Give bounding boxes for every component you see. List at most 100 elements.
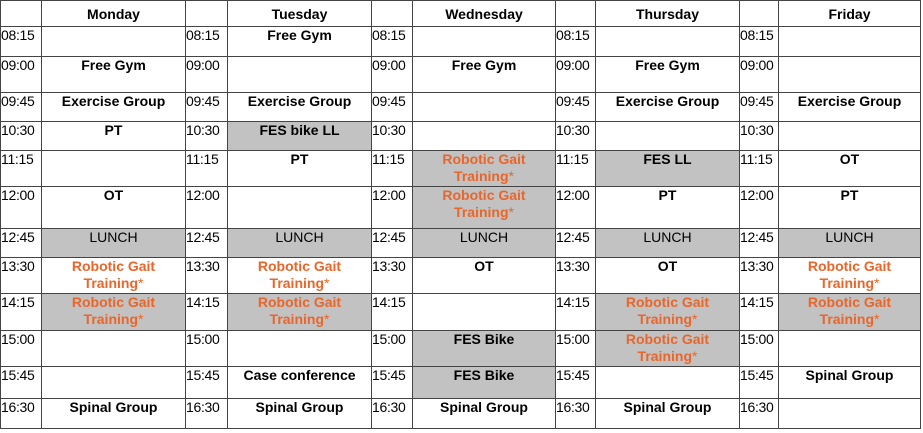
header-day-thursday: Thursday bbox=[595, 0, 740, 27]
time-slot-label: 14:15 bbox=[371, 293, 413, 331]
time-slot-label: 09:45 bbox=[739, 92, 779, 122]
activity-label: Spinal Group bbox=[805, 367, 894, 384]
activity-cell: FES bike LL bbox=[227, 121, 372, 151]
time-slot-label: 08:15 bbox=[371, 26, 413, 57]
asterisk-mark: * bbox=[138, 275, 144, 291]
time-slot-label: 13:30 bbox=[739, 257, 779, 294]
activity-cell: PT bbox=[595, 186, 740, 229]
activity-cell: Exercise Group bbox=[778, 92, 921, 122]
activity-label: Robotic Gait Training bbox=[442, 187, 526, 221]
time-slot-label: 12:00 bbox=[185, 186, 228, 229]
time-slot-label: 11:15 bbox=[0, 150, 42, 187]
time-slot-label: 15:45 bbox=[555, 366, 596, 399]
time-slot-label: 09:00 bbox=[185, 56, 228, 93]
header-time-spacer bbox=[371, 0, 413, 27]
time-slot-label: 16:30 bbox=[739, 398, 779, 429]
activity-cell: LUNCH bbox=[41, 228, 186, 258]
activity-cell bbox=[778, 56, 921, 93]
activity-cell bbox=[595, 26, 740, 57]
activity-label: LUNCH bbox=[275, 229, 324, 246]
header-day-friday: Friday bbox=[778, 0, 921, 27]
activity-cell: LUNCH bbox=[778, 228, 921, 258]
activity-label: FES Bike bbox=[453, 331, 515, 348]
activity-label: Spinal Group bbox=[69, 399, 158, 416]
activity-cell: OT bbox=[41, 186, 186, 229]
time-slot-label: 16:30 bbox=[0, 398, 42, 429]
header-time-spacer bbox=[0, 0, 42, 27]
activity-cell: Free Gym bbox=[41, 56, 186, 93]
activity-cell: LUNCH bbox=[595, 228, 740, 258]
activity-cell: Robotic Gait Training* bbox=[778, 293, 921, 331]
time-slot-label: 15:45 bbox=[0, 366, 42, 399]
time-slot-label: 12:45 bbox=[371, 228, 413, 258]
activity-cell: PT bbox=[778, 186, 921, 229]
activity-cell: Free Gym bbox=[227, 26, 372, 57]
activity-label: FES LL bbox=[643, 151, 692, 168]
activity-cell bbox=[412, 293, 556, 331]
activity-label: OT bbox=[103, 187, 124, 204]
asterisk-mark: * bbox=[324, 275, 330, 291]
time-slot-label: 15:45 bbox=[185, 366, 228, 399]
activity-label: Robotic Gait Training bbox=[807, 294, 892, 328]
time-slot-label: 12:45 bbox=[555, 228, 596, 258]
time-slot-label: 12:00 bbox=[0, 186, 42, 229]
activity-cell: Free Gym bbox=[412, 56, 556, 93]
activity-cell bbox=[595, 366, 740, 399]
activity-cell bbox=[778, 26, 921, 57]
activity-cell bbox=[227, 56, 372, 93]
activity-cell: Robotic Gait Training* bbox=[227, 257, 372, 294]
activity-cell: Exercise Group bbox=[595, 92, 740, 122]
activity-cell: OT bbox=[778, 150, 921, 187]
time-slot-label: 15:45 bbox=[371, 366, 413, 399]
time-slot-label: 10:30 bbox=[371, 121, 413, 151]
asterisk-mark: * bbox=[508, 204, 514, 220]
time-slot-label: 09:00 bbox=[739, 56, 779, 93]
time-slot-label: 09:00 bbox=[371, 56, 413, 93]
activity-cell bbox=[778, 398, 921, 429]
activity-label: OT bbox=[657, 258, 678, 275]
header-time-spacer bbox=[555, 0, 596, 27]
activity-label: Robotic Gait Training bbox=[71, 258, 156, 292]
time-slot-label: 11:15 bbox=[555, 150, 596, 187]
activity-label: Robotic Gait Training bbox=[807, 258, 892, 292]
activity-cell: Exercise Group bbox=[227, 92, 372, 122]
activity-cell bbox=[227, 186, 372, 229]
time-slot-label: 12:45 bbox=[739, 228, 779, 258]
time-slot-label: 15:00 bbox=[185, 330, 228, 367]
activity-label: Free Gym bbox=[81, 57, 146, 74]
activity-cell: LUNCH bbox=[227, 228, 372, 258]
time-slot-label: 11:15 bbox=[739, 150, 779, 187]
activity-cell: Robotic Gait Training* bbox=[41, 293, 186, 331]
time-slot-label: 10:30 bbox=[739, 121, 779, 151]
activity-cell: LUNCH bbox=[412, 228, 556, 258]
time-slot-label: 15:00 bbox=[739, 330, 779, 367]
activity-cell bbox=[227, 330, 372, 367]
activity-label: Free Gym bbox=[451, 57, 517, 74]
activity-cell: Robotic Gait Training* bbox=[412, 186, 556, 229]
activity-cell: Robotic Gait Training* bbox=[227, 293, 372, 331]
asterisk-mark: * bbox=[692, 348, 698, 364]
activity-cell: Spinal Group bbox=[41, 398, 186, 429]
activity-cell bbox=[41, 330, 186, 367]
time-slot-label: 09:45 bbox=[555, 92, 596, 122]
time-slot-label: 08:15 bbox=[185, 26, 228, 57]
activity-label: Case conference bbox=[243, 367, 356, 384]
activity-cell: Robotic Gait Training* bbox=[595, 330, 740, 367]
activity-label: PT bbox=[840, 187, 859, 204]
asterisk-mark: * bbox=[324, 311, 330, 327]
time-slot-label: 11:15 bbox=[371, 150, 413, 187]
activity-label: FES bike LL bbox=[259, 122, 340, 139]
time-slot-label: 14:15 bbox=[739, 293, 779, 331]
activity-cell: Robotic Gait Training* bbox=[412, 150, 556, 187]
time-slot-label: 09:00 bbox=[555, 56, 596, 93]
time-slot-label: 08:15 bbox=[0, 26, 42, 57]
activity-cell bbox=[412, 26, 556, 57]
